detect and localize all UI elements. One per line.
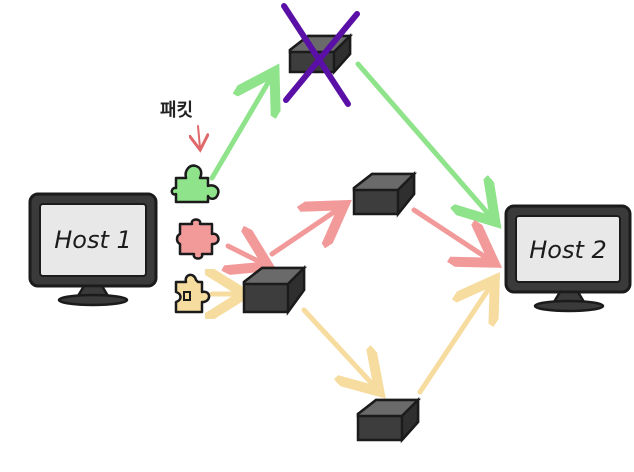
monitor-icon: [28, 192, 158, 307]
arrow-red-right: [411, 207, 490, 260]
puzzle-piece-icon: [174, 273, 211, 314]
puzzle-piece-icon: [175, 218, 220, 260]
packet-label: 패킷: [160, 100, 193, 121]
puzzle-piece-icon: [170, 164, 220, 204]
host-2: Host 2: [504, 204, 632, 313]
router-box-icon: [356, 396, 422, 444]
yellow-path: [212, 284, 492, 392]
arrow-green-down: [355, 61, 492, 218]
host-1: Host 1: [28, 192, 158, 307]
arrow-yellow-up: [417, 284, 492, 395]
arrow-red-to-router: [228, 246, 264, 264]
red-path: [228, 208, 490, 264]
cross-icon: [281, 3, 360, 107]
packet-pointer-arrow: [198, 125, 200, 148]
arrow-yellow-down: [301, 307, 376, 388]
monitor-icon: [504, 204, 632, 313]
router-box-icon: [352, 170, 418, 218]
arrow-red-up: [269, 208, 340, 257]
router-box-icon: [242, 264, 308, 316]
arrow-green-up: [209, 76, 272, 181]
host-1-label: Host 1: [54, 226, 132, 254]
host-2-label: Host 2: [529, 236, 607, 264]
green-path: [209, 61, 492, 218]
